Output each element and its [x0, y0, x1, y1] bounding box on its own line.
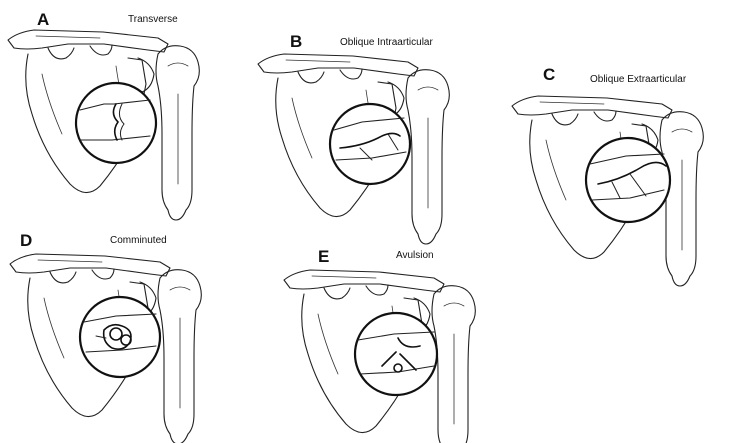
panel-e-caption: Avulsion — [396, 250, 434, 261]
panel-c-caption: Oblique Extraarticular — [590, 74, 687, 85]
panel-a-caption: Transverse — [128, 14, 178, 25]
panel-d-letter: D — [20, 231, 32, 250]
panel-c: C Oblique Extraarticular — [512, 65, 703, 286]
panel-c-letter: C — [543, 65, 555, 84]
panel-a-zoom-inset — [76, 83, 156, 163]
panel-b-letter: B — [290, 32, 302, 51]
panel-e-letter: E — [318, 247, 329, 266]
panel-b-zoom-inset — [330, 104, 410, 184]
panel-d: D Comminuted — [10, 231, 201, 443]
panel-b-caption: Oblique Intraarticular — [340, 37, 433, 48]
panel-e-zoom-inset — [355, 313, 437, 395]
panel-d-caption: Comminuted — [110, 235, 167, 246]
panel-e: E Avulsion — [284, 247, 475, 443]
panel-a: A Transverse — [8, 10, 199, 220]
panel-c-zoom-inset — [586, 138, 670, 222]
panel-b: B Oblique Intraarticular — [258, 32, 449, 244]
panel-a-letter: A — [37, 10, 49, 29]
panel-d-zoom-inset — [80, 297, 160, 377]
